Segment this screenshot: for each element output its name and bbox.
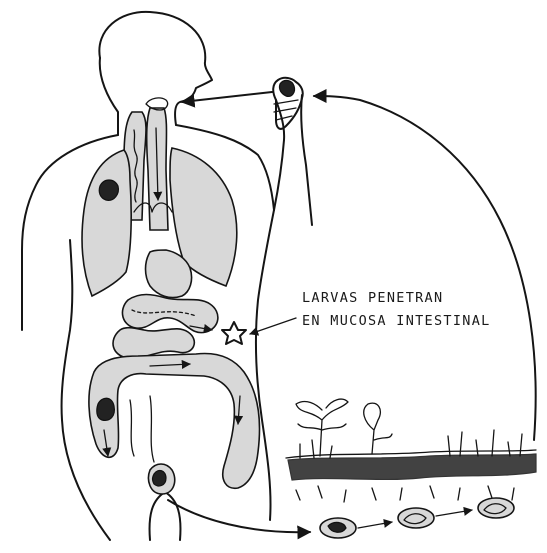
soil <box>286 430 536 502</box>
larva-in-lung <box>99 180 118 200</box>
larva-star-icon <box>222 318 296 344</box>
hand-icon <box>273 78 303 129</box>
large-intestine <box>89 354 260 494</box>
arrow-soil-to-hand <box>314 96 536 440</box>
caption: LARVAS PENETRAN EN MUCOSA INTESTINAL <box>302 290 491 329</box>
small-intestine <box>113 295 218 359</box>
eggs <box>320 498 514 538</box>
plant <box>296 399 392 456</box>
egg-in-colon <box>97 398 115 420</box>
arrow-hand-to-mouth <box>182 92 272 102</box>
caption-line-2: EN MUCOSA INTESTINAL <box>302 313 491 329</box>
arrow-body-to-soil <box>168 500 310 532</box>
caption-line-1: LARVAS PENETRAN <box>302 290 443 306</box>
